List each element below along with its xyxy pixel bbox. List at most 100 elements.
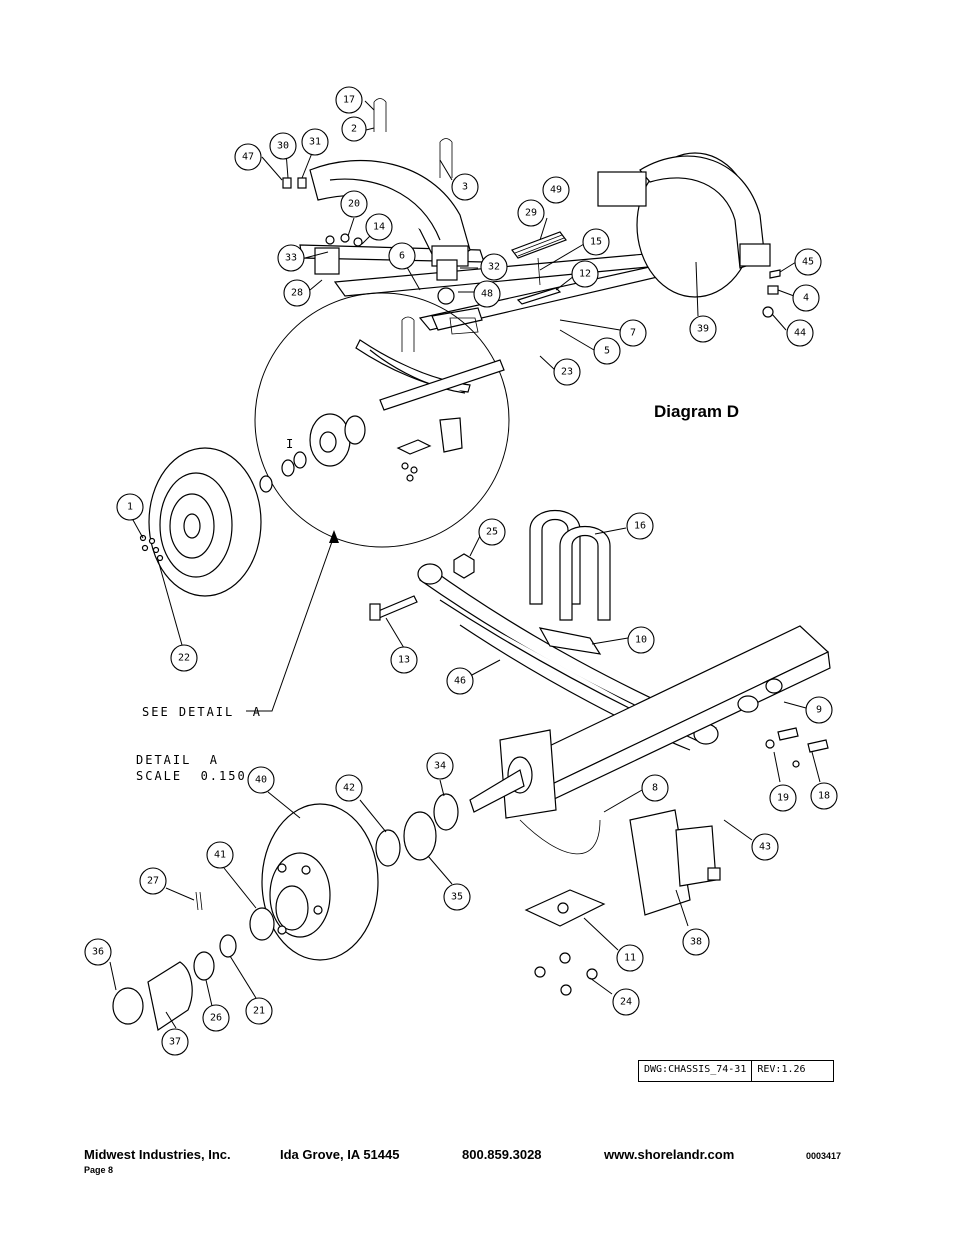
svg-text:13: 13 bbox=[398, 655, 410, 666]
svg-text:14: 14 bbox=[373, 222, 385, 233]
callout-43: 43 bbox=[751, 833, 779, 861]
detail-marker: I bbox=[286, 437, 295, 451]
drawing-number: DWG:CHASSIS_74-31 bbox=[644, 1064, 747, 1075]
svg-text:42: 42 bbox=[343, 783, 355, 794]
callout-30: 30 bbox=[269, 132, 297, 160]
callout-37: 37 bbox=[161, 1028, 189, 1056]
svg-text:23: 23 bbox=[561, 367, 573, 378]
svg-text:1: 1 bbox=[127, 502, 133, 513]
svg-text:18: 18 bbox=[818, 791, 830, 802]
callout-29: 29 bbox=[517, 199, 545, 227]
svg-text:12: 12 bbox=[579, 269, 591, 280]
svg-text:33: 33 bbox=[285, 253, 297, 264]
callout-6: 6 bbox=[388, 242, 416, 270]
svg-text:36: 36 bbox=[92, 947, 104, 958]
svg-text:27: 27 bbox=[147, 876, 159, 887]
svg-text:41: 41 bbox=[214, 850, 226, 861]
callout-47: 47 bbox=[234, 143, 262, 171]
callout-9: 9 bbox=[805, 696, 833, 724]
callout-36: 36 bbox=[84, 938, 112, 966]
callout-31: 31 bbox=[301, 128, 329, 156]
revision: REV:1.26 bbox=[751, 1061, 810, 1081]
callout-28: 28 bbox=[283, 279, 311, 307]
callout-3: 3 bbox=[451, 173, 479, 201]
callout-25: 25 bbox=[478, 518, 506, 546]
callout-40: 40 bbox=[247, 766, 275, 794]
callout-2: 2 bbox=[341, 116, 367, 142]
callout-8: 8 bbox=[641, 774, 669, 802]
callout-24: 24 bbox=[612, 988, 640, 1016]
svg-text:25: 25 bbox=[486, 527, 498, 538]
callout-17: 17 bbox=[335, 86, 363, 114]
drawing-info-box: DWG:CHASSIS_74-31 REV:1.26 bbox=[638, 1060, 834, 1082]
callout-7: 7 bbox=[619, 319, 647, 347]
callout-23: 23 bbox=[553, 358, 581, 386]
svg-text:48: 48 bbox=[481, 289, 493, 300]
callout-1: 1 bbox=[116, 493, 144, 521]
document-number: 0003417 bbox=[806, 1151, 842, 1161]
callout-12: 12 bbox=[571, 260, 599, 288]
callout-balloons: 17 2 47 30 31 3 49 29 20 14 15 33 6 32 1… bbox=[84, 86, 838, 1056]
callout-35: 35 bbox=[443, 883, 471, 911]
svg-text:9: 9 bbox=[816, 705, 822, 716]
callout-32: 32 bbox=[480, 253, 508, 281]
callout-33: 33 bbox=[277, 244, 305, 272]
svg-text:21: 21 bbox=[253, 1006, 265, 1017]
svg-text:37: 37 bbox=[169, 1037, 181, 1048]
svg-text:44: 44 bbox=[794, 328, 806, 339]
svg-text:2: 2 bbox=[351, 124, 357, 135]
callout-49: 49 bbox=[542, 176, 570, 204]
callout-27: 27 bbox=[139, 867, 167, 895]
callout-4: 4 bbox=[792, 284, 820, 312]
company-location: Ida Grove, IA 51445 bbox=[280, 1147, 400, 1162]
scale-label: SCALE 0.150 bbox=[136, 769, 247, 783]
svg-text:19: 19 bbox=[777, 793, 789, 804]
svg-text:22: 22 bbox=[178, 653, 190, 664]
company-phone: 800.859.3028 bbox=[462, 1147, 542, 1162]
svg-text:46: 46 bbox=[454, 676, 466, 687]
callout-34: 34 bbox=[426, 752, 454, 780]
callout-38: 38 bbox=[682, 928, 710, 956]
company-website[interactable]: www.shorelandr.com bbox=[604, 1147, 735, 1162]
svg-text:35: 35 bbox=[451, 892, 463, 903]
svg-text:47: 47 bbox=[242, 152, 254, 163]
svg-text:4: 4 bbox=[803, 293, 809, 304]
upper-chassis-assembly bbox=[282, 98, 781, 331]
callout-19: 19 bbox=[769, 784, 797, 812]
callout-11: 11 bbox=[616, 944, 644, 972]
svg-text:34: 34 bbox=[434, 761, 446, 772]
callout-45: 45 bbox=[794, 248, 822, 276]
svg-text:5: 5 bbox=[604, 346, 610, 357]
svg-text:49: 49 bbox=[550, 185, 562, 196]
diagram-title: Diagram D bbox=[654, 402, 740, 421]
detail-a-circle: I bbox=[254, 292, 510, 548]
svg-text:24: 24 bbox=[620, 997, 632, 1008]
svg-text:28: 28 bbox=[291, 288, 303, 299]
svg-text:15: 15 bbox=[590, 237, 602, 248]
lower-axle-assembly bbox=[112, 510, 831, 1031]
svg-text:26: 26 bbox=[210, 1013, 222, 1024]
svg-text:43: 43 bbox=[759, 842, 771, 853]
callout-44: 44 bbox=[786, 319, 814, 347]
svg-text:17: 17 bbox=[343, 95, 355, 106]
svg-text:29: 29 bbox=[525, 208, 537, 219]
svg-text:31: 31 bbox=[309, 137, 321, 148]
callout-13: 13 bbox=[390, 646, 418, 674]
svg-text:30: 30 bbox=[277, 141, 289, 152]
callout-48: 48 bbox=[473, 280, 501, 308]
svg-text:11: 11 bbox=[624, 953, 636, 964]
callout-10: 10 bbox=[627, 626, 655, 654]
svg-text:16: 16 bbox=[634, 521, 646, 532]
callout-21: 21 bbox=[245, 997, 273, 1025]
svg-text:32: 32 bbox=[488, 262, 500, 273]
callout-41: 41 bbox=[206, 841, 234, 869]
callout-18: 18 bbox=[810, 782, 838, 810]
see-detail-label: SEE DETAIL A bbox=[142, 705, 262, 719]
company-name: Midwest Industries, Inc. bbox=[84, 1147, 231, 1162]
svg-text:39: 39 bbox=[697, 324, 709, 335]
svg-text:38: 38 bbox=[690, 937, 702, 948]
callout-26: 26 bbox=[202, 1004, 230, 1032]
callout-16: 16 bbox=[626, 512, 654, 540]
svg-text:45: 45 bbox=[802, 257, 814, 268]
